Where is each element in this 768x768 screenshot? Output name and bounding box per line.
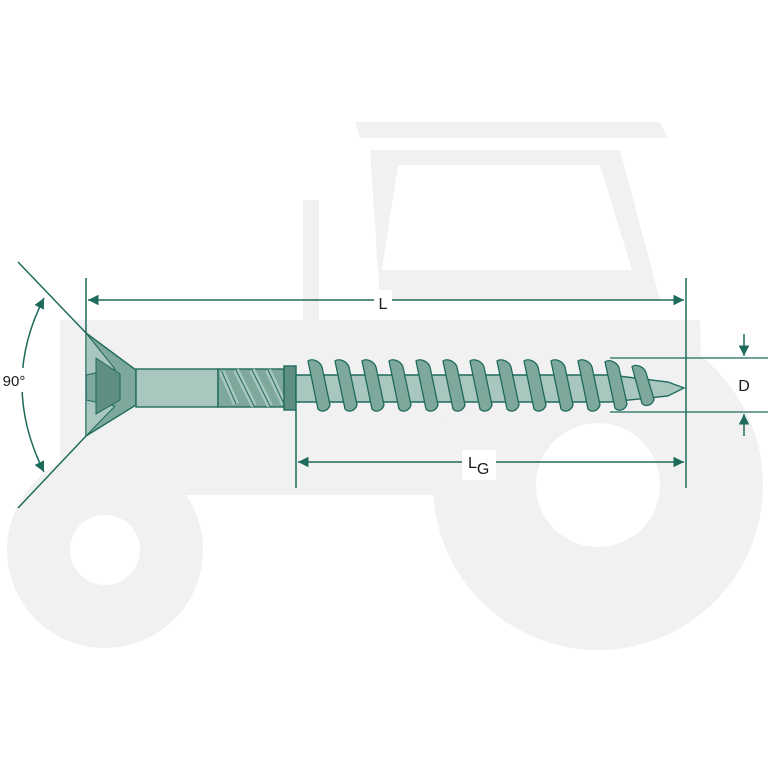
thread-flight [388, 359, 412, 412]
thread-flight [334, 359, 358, 412]
diameter-label: D [738, 378, 750, 395]
dimension-head-angle: 90° [0, 261, 87, 509]
head-angle-label: 90° [3, 373, 26, 390]
screw-threads [307, 359, 655, 412]
thread-flight [523, 359, 547, 412]
length-label: L [379, 296, 388, 313]
thread-flight [442, 359, 466, 412]
dimension-l: L [85, 278, 687, 488]
screw-drawing [85, 331, 686, 438]
thread-length-label: LG [468, 455, 489, 478]
thread-flight [307, 359, 331, 412]
thread-flight [604, 360, 628, 411]
thread-flight [361, 359, 385, 412]
thread-flight [550, 359, 574, 412]
thread-flight [577, 359, 601, 412]
screw-collar [283, 365, 297, 411]
thread-flight [496, 359, 520, 412]
tractor-cutouts [70, 165, 660, 585]
dimension-d: D [610, 334, 768, 436]
thread-flight [631, 364, 655, 407]
dimension-lg: LG [295, 410, 684, 488]
thread-flight [469, 359, 493, 412]
screw-shank [135, 368, 219, 408]
thread-flight [415, 359, 439, 412]
